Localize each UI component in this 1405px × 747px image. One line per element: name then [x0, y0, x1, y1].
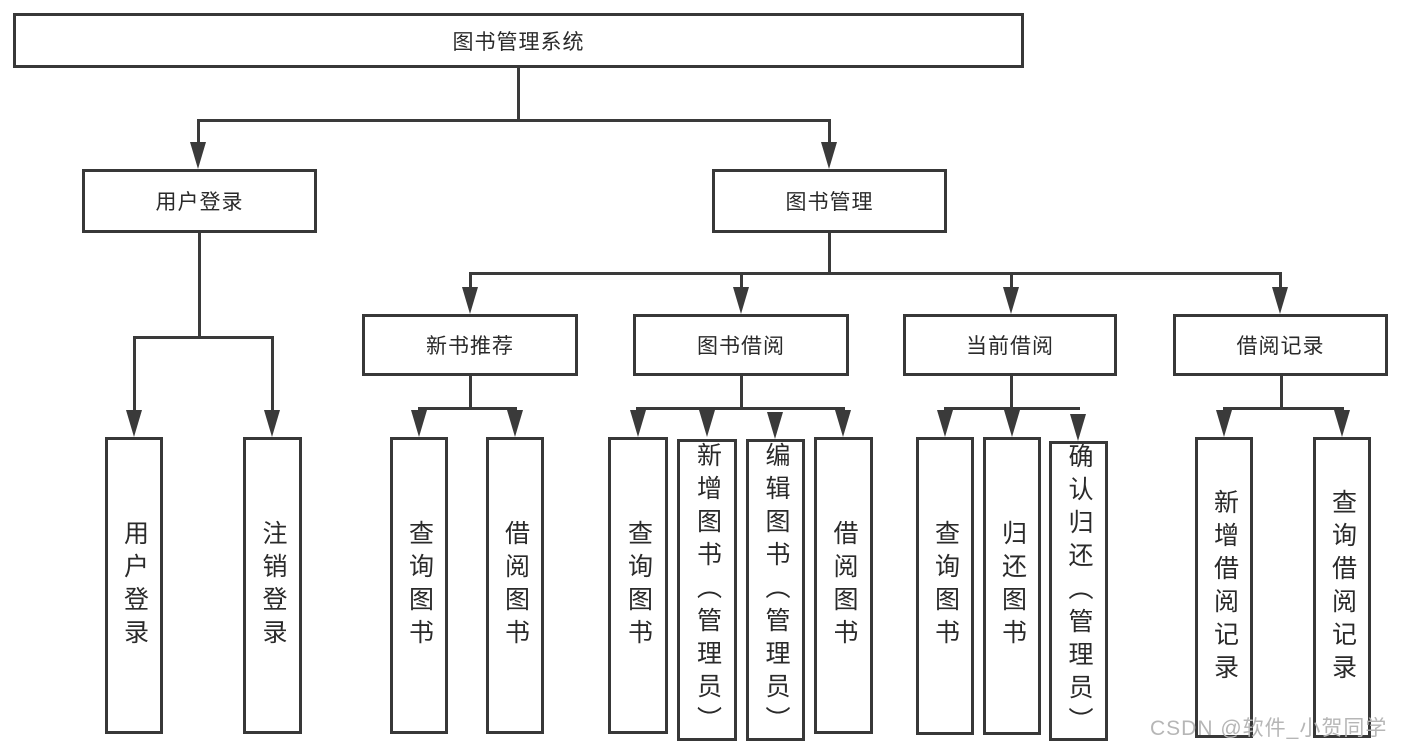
node-root: 图书管理系统 — [13, 13, 1024, 68]
connector-arrow — [699, 410, 715, 437]
leaf-borrow-query-books-label: 查询图书 — [624, 519, 653, 652]
connector-line — [469, 272, 1282, 275]
node-book-management: 图书管理 — [712, 169, 947, 233]
leaf-edit-book-admin-label: 编辑图书（管理员） — [762, 441, 790, 739]
leaf-recommend-query-books: 查询图书 — [390, 437, 448, 734]
connector-line — [133, 336, 136, 412]
connector-line — [944, 407, 1080, 410]
connector-arrow — [767, 412, 783, 439]
connector-line — [469, 376, 472, 407]
leaf-recommend-borrow-books: 借阅图书 — [486, 437, 544, 734]
node-borrow-records: 借阅记录 — [1173, 314, 1388, 376]
leaf-query-borrow-record-label: 查询借阅记录 — [1328, 488, 1357, 687]
connector-line — [828, 119, 831, 145]
csdn-watermark: CSDN @软件_小贺同学 — [1150, 717, 1388, 740]
leaf-logout: 注销登录 — [243, 437, 302, 734]
connector-line — [133, 336, 274, 339]
connector-arrow — [264, 410, 280, 437]
connector-line — [740, 272, 743, 289]
leaf-recommend-borrow-books-label: 借阅图书 — [501, 519, 530, 652]
connector-line — [197, 119, 200, 145]
leaf-add-borrow-record: 新增借阅记录 — [1195, 437, 1253, 738]
node-current-borrow: 当前借阅 — [903, 314, 1117, 376]
leaf-edit-book-admin: 编辑图书（管理员） — [746, 439, 805, 741]
connector-arrow — [835, 410, 851, 437]
connector-arrow — [630, 410, 646, 437]
connector-line — [828, 233, 831, 272]
connector-arrow — [937, 410, 953, 437]
leaf-recommend-query-books-label: 查询图书 — [405, 519, 434, 652]
leaf-query-borrow-record: 查询借阅记录 — [1313, 437, 1371, 738]
connector-line — [197, 119, 831, 122]
leaf-return-book: 归还图书 — [983, 437, 1041, 735]
leaf-borrow-book: 借阅图书 — [814, 437, 873, 734]
connector-arrow — [1216, 410, 1232, 437]
leaf-return-book-label: 归还图书 — [998, 520, 1027, 652]
leaf-add-borrow-record-label: 新增借阅记录 — [1210, 488, 1239, 687]
leaf-borrow-book-label: 借阅图书 — [830, 519, 858, 652]
connector-line — [740, 376, 743, 407]
connector-arrow — [1003, 287, 1019, 314]
connector-line — [636, 407, 845, 410]
node-user-login: 用户登录 — [82, 169, 317, 233]
leaf-borrow-query-books: 查询图书 — [608, 437, 668, 734]
leaf-confirm-return-admin: 确认归还（管理员） — [1049, 441, 1108, 741]
connector-arrow — [411, 410, 427, 437]
connector-line — [198, 233, 201, 336]
connector-arrow — [1334, 410, 1350, 437]
connector-arrow — [733, 287, 749, 314]
connector-line — [469, 272, 472, 289]
leaf-confirm-return-admin-label: 确认归还（管理员） — [1065, 442, 1093, 740]
node-new-book-recommend: 新书推荐 — [362, 314, 578, 376]
leaf-current-query-books-label: 查询图书 — [931, 520, 960, 652]
leaf-logout-label: 注销登录 — [259, 519, 287, 652]
connector-line — [1279, 272, 1282, 289]
leaf-add-book-admin-label: 新增图书（管理员） — [693, 441, 722, 739]
connector-arrow — [507, 410, 523, 437]
leaf-current-query-books: 查询图书 — [916, 437, 974, 735]
connector-line — [418, 407, 517, 410]
connector-arrow — [821, 142, 837, 169]
connector-line — [1010, 272, 1013, 289]
leaf-user-login: 用户登录 — [105, 437, 163, 734]
leaf-user-login-label: 用户登录 — [120, 519, 149, 652]
connector-line — [1280, 376, 1283, 407]
connector-line — [271, 336, 274, 412]
connector-arrow — [190, 142, 206, 169]
connector-arrow — [462, 287, 478, 314]
connector-arrow — [1070, 414, 1086, 441]
connector-arrow — [126, 410, 142, 437]
connector-arrow — [1272, 287, 1288, 314]
connector-arrow — [1004, 410, 1020, 437]
connector-line — [1223, 407, 1344, 410]
connector-line — [1010, 376, 1013, 407]
node-book-borrow: 图书借阅 — [633, 314, 849, 376]
leaf-add-book-admin: 新增图书（管理员） — [677, 439, 737, 741]
connector-line — [517, 68, 520, 119]
